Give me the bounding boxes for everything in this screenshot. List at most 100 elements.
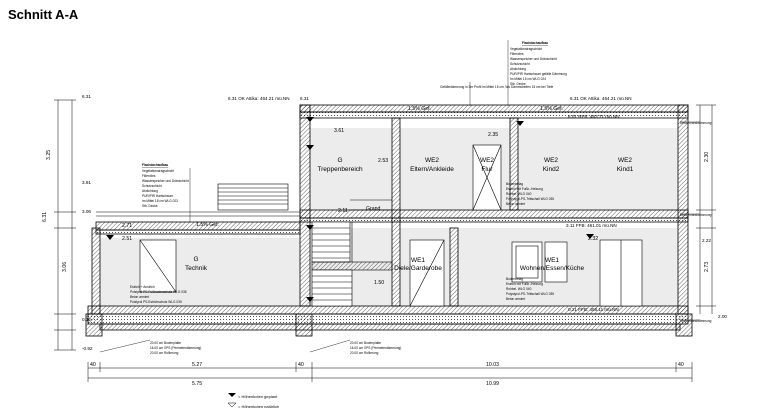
svg-text:Im Mittel 15 cm WLG 024: Im Mittel 15 cm WLG 024 — [510, 77, 546, 81]
svg-text:Im Mittel 18 cm WLG 023: Im Mittel 18 cm WLG 023 — [142, 199, 178, 203]
room-g-treppe-label: G — [337, 157, 342, 164]
svg-text:Beton armiert: Beton armiert — [130, 295, 149, 299]
svg-text:Estrich + Anstrich: Estrich + Anstrich — [130, 285, 155, 289]
dim-right-230: 2.30 — [704, 152, 710, 162]
svg-text:Vegetationstragschicht: Vegetationstragschicht — [510, 47, 542, 51]
svg-text:Polystyrol-PS-Trittschall WLG: Polystyrol-PS-Trittschall WLG 035 — [506, 197, 554, 201]
room-we2-kind1-label: WE2 — [618, 157, 632, 164]
room-we1-wohnen-name: Wohnen/Essen/Küche — [520, 265, 585, 272]
staircase — [311, 199, 393, 307]
svg-text:20.00 cm Rollierung: 20.00 cm Rollierung — [150, 351, 179, 355]
room-we1-diele-label: WE1 — [411, 257, 425, 264]
svg-text:20.00 cm Bodenplatte: 20.00 cm Bodenplatte — [150, 341, 181, 345]
level-attika-right: 6.31 OK Attika: 464.21 mü.NN — [570, 96, 632, 101]
room-we2-eltern-name: Eltern/Ankleide — [410, 166, 454, 173]
note-leaders — [99, 40, 700, 353]
og-floor-slab — [299, 209, 689, 219]
height-361: 3.61 — [334, 128, 344, 134]
wall-right — [677, 104, 689, 315]
dim-left-325: 3.25 — [46, 150, 52, 160]
level-ug-ffb: 0.21 FFB: 458.11 mü.NN — [568, 307, 619, 312]
dim-bottom-1099: 10.99 — [486, 381, 499, 387]
room-we2-kind2-name: Kind2 — [543, 166, 560, 173]
window-wohnen-2 — [544, 241, 568, 283]
room-we2-flur-name: Flur — [481, 166, 493, 173]
svg-text:Estrich mit Fußb.-Heizung: Estrich mit Fußb.-Heizung — [506, 282, 543, 286]
height-253: 2.53 — [378, 158, 388, 164]
svg-text:Flachdachaufbau: Flachdachaufbau — [142, 163, 168, 167]
og-floor-note: Bodenbelag Estrich mit Fußb.-Heizung Roh… — [506, 182, 554, 206]
dim-bottom-40b: 40 — [298, 362, 304, 368]
level-left-neg092: -0.92 — [82, 346, 93, 351]
level-left-391: 3.91 — [82, 180, 91, 185]
level-og-rfb: 6.01 RFB: 463.71 mü.NN — [568, 114, 620, 119]
wall-left — [91, 227, 101, 315]
svg-text:Beton armiert: Beton armiert — [506, 202, 525, 206]
roof-slab — [299, 104, 689, 113]
svg-text:Polstyrol PS-Fußbodenschutz WL: Polstyrol PS-Fußbodenschutz WLG 035 — [130, 290, 187, 294]
legend-item-natural: = Höhenkoten natürlich — [238, 404, 279, 409]
dim-bottom-527: 5.27 — [192, 362, 202, 368]
structure — [85, 104, 693, 337]
room-we2-kind2-label: WE2 — [544, 157, 558, 164]
svg-text:Vegetationstragschicht: Vegetationstragschicht — [142, 169, 174, 173]
room-we2-kind1-name: Kind1 — [617, 166, 634, 173]
dim-left-306: 3.06 — [62, 262, 68, 272]
dim-bottom-575: 5.75 — [192, 381, 202, 387]
drawing-title: Schnitt A-A — [8, 7, 79, 22]
svg-text:Polystyrol-PS-Trittschall WLG: Polystyrol-PS-Trittschall WLG 035 — [506, 292, 554, 296]
level-top: 6.31 — [300, 96, 309, 101]
height-232: 2.32 — [588, 236, 598, 242]
height-211: 2.11 — [338, 208, 348, 214]
svg-text:Stb. Decke: Stb. Decke — [142, 204, 158, 208]
svg-text:Abdichtung: Abdichtung — [510, 67, 526, 71]
left-dimensions — [54, 99, 76, 351]
svg-text:Beton armiert: Beton armiert — [506, 297, 525, 301]
svg-text:Wasserspeicher und Dränschicht: Wasserspeicher und Dränschicht — [510, 57, 557, 61]
dim-right-273: 2.73 — [704, 262, 710, 272]
foundation-note-a: 20.00 cm Bodenplatte 16.00 cm XPS (Perim… — [150, 341, 201, 355]
grand-label: Grand — [366, 206, 381, 212]
window-wohnen-1 — [511, 241, 543, 283]
deckenrand-note-3: Deckenranddämmung — [680, 319, 712, 323]
roof-note: Flachdachaufbau Vegetationstragschicht F… — [510, 41, 567, 86]
room-g-treppe-name: Treppenbereich — [317, 166, 363, 173]
height-251: 2.51 — [122, 236, 132, 242]
legend-symbols — [227, 393, 237, 408]
svg-text:PUR/PIR Hartschaum gefälle Däm: PUR/PIR Hartschaum gefälle Dämmung — [510, 72, 567, 76]
deckenrand-note-2: Deckenranddämmung — [680, 213, 712, 217]
eg-floor-note: Bodenbelag Estrich mit Fußb.-Heizung Roh… — [506, 277, 554, 301]
level-left-306: 3.06 — [82, 209, 91, 214]
dim-bottom-40a: 40 — [90, 362, 96, 368]
deckenrand-note-1: Deckenranddämmung — [680, 121, 712, 125]
svg-text:16.00 cm XPS (Perimeterdämmung: 16.00 cm XPS (Perimeterdämmung) — [350, 346, 401, 350]
svg-text:Bodenbelag: Bodenbelag — [506, 277, 523, 281]
gefaelle-left: 1.5% Gef. — [196, 222, 219, 228]
openings — [139, 144, 643, 307]
dim-bottom-1003: 10.03 — [486, 362, 499, 368]
gefaelle-mid: 1.5% Gef. — [408, 106, 431, 112]
level-eg-ffb: 3.11 FFB: 461.01 mü.NN — [566, 223, 617, 228]
svg-text:Bodenbelag: Bodenbelag — [506, 182, 523, 186]
bottom-dimensions — [87, 362, 693, 382]
svg-text:Abdichtung: Abdichtung — [142, 189, 158, 193]
svg-text:Stb. Decke: Stb. Decke — [510, 82, 526, 86]
ug-floor-note: Estrich + Anstrich Polstyrol PS-Fußboden… — [130, 285, 187, 304]
svg-text:Estrich mit Fußb.-Heizung: Estrich mit Fußb.-Heizung — [506, 187, 543, 191]
height-150: 1.50 — [374, 280, 384, 286]
right-dimensions — [696, 104, 716, 314]
svg-text:20.00 cm Rollierung: 20.00 cm Rollierung — [350, 351, 379, 355]
svg-text:16.00 cm XPS (Perimeterdämmung: 16.00 cm XPS (Perimeterdämmung) — [150, 346, 201, 350]
dim-bottom-40c: 40 — [678, 362, 684, 368]
lower-roof-note: Flachdachaufbau Vegetationstragschicht F… — [142, 163, 189, 208]
level-left-012: 0.12 — [82, 317, 91, 322]
railing — [96, 183, 300, 217]
height-271: 2.71 — [122, 223, 132, 229]
svg-text:Polstyrol PS-Estrichschutz WLG: Polstyrol PS-Estrichschutz WLG 035 — [130, 300, 182, 304]
room-g-technik-label: G — [193, 256, 198, 263]
svg-text:Filtervlies: Filtervlies — [142, 174, 156, 178]
gefaelle-right: 1.5% Gef. — [540, 106, 563, 112]
room-we2-flur-label: WE2 — [480, 157, 494, 164]
gefaelle-note: Gefälledämmung in 3er Profil im Mittel 1… — [440, 85, 554, 89]
